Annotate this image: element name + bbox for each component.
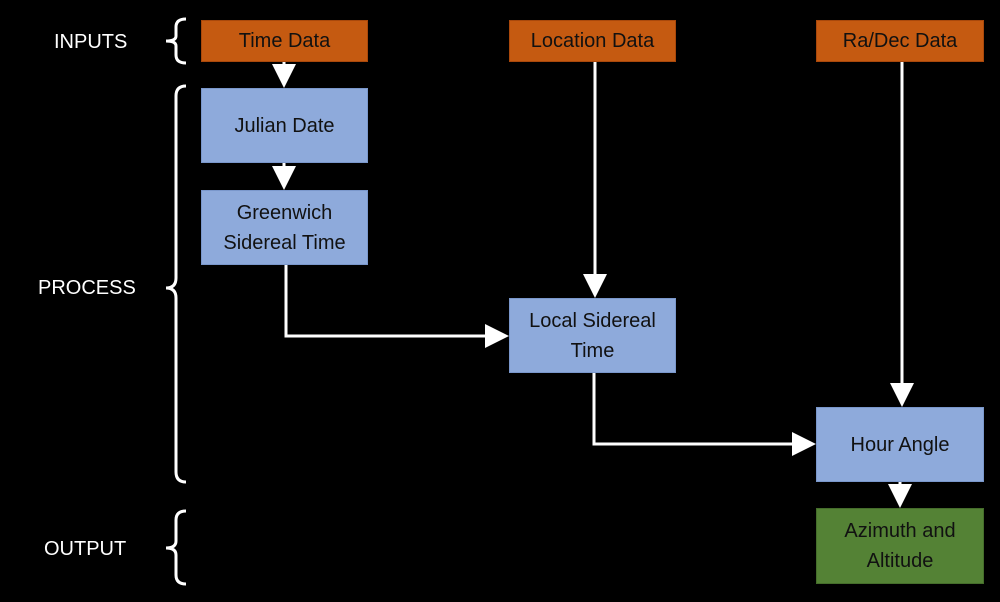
julian-date-text: Julian Date [234, 114, 335, 137]
hour-angle-box: Hour Angle [816, 407, 984, 482]
local-to-hour-angle-arrow [592, 373, 816, 456]
time-data-text: Time Data [238, 30, 331, 52]
process-label: PROCESS [38, 277, 136, 299]
greenwich-sidereal-time-box: Greenwich Sidereal Time [201, 190, 368, 265]
azimuth-altitude-box: Azimuth and Altitude [816, 508, 984, 584]
hour-angle-text: Hour Angle [850, 433, 950, 456]
julian-date-box: Julian Date [201, 88, 368, 163]
greenwich-to-local-arrow [284, 265, 509, 348]
azimuth-altitude-text: Azimuth and Altitude [844, 520, 956, 572]
process-brace [165, 84, 187, 484]
local-sidereal-time-text: Local Sidereal Time [529, 309, 656, 362]
location-data-text: Location Data [530, 30, 655, 52]
local-sidereal-time-box: Local Sidereal Time [509, 298, 676, 373]
greenwich-sidereal-time-text: Greenwich Sidereal Time [223, 201, 346, 254]
output-brace [165, 509, 187, 586]
radec-data-box: Ra/Dec Data [816, 20, 984, 62]
radec-data-text: Ra/Dec Data [842, 30, 958, 52]
time-data-box: Time Data [201, 20, 368, 62]
location-data-box: Location Data [509, 20, 676, 62]
inputs-label: INPUTS [54, 31, 128, 53]
output-label: OUTPUT [44, 538, 127, 560]
inputs-brace [165, 17, 187, 65]
